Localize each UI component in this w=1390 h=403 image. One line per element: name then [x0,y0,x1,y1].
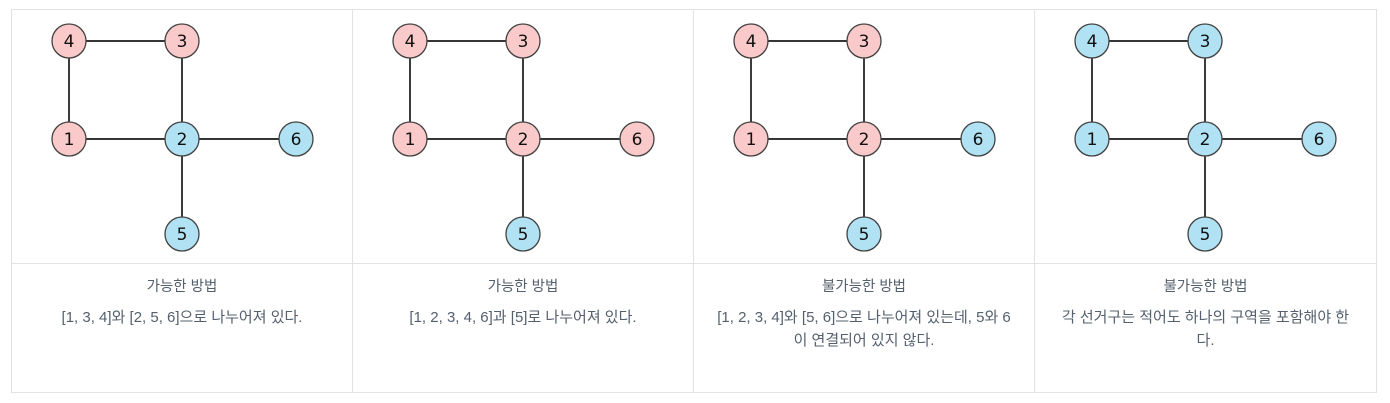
panel-3-graph-cell: 1 2 3 4 5 6 [694,10,1034,264]
graph-node-label-1: 1 [746,130,757,150]
graph-node-label-6: 6 [632,130,643,150]
graph-node-label-3: 3 [1200,32,1211,52]
graph-node-6 [1301,121,1337,157]
panel-1-caption-title: 가능한 방법 [146,279,218,295]
panel-3: 1 2 3 4 5 6 불가능한 방법 [1, 2, 3, 4]와 [5, 6]으로 나누어져… [694,10,1035,392]
panel-4-graph: 1 2 3 4 5 6 [1074,23,1337,252]
graph-node-3 [846,23,882,59]
gerrymandering-example-figure: 1 2 3 4 5 6 가능한 방법 [1, 3, 4]와 [2, 5, 6]으로 나누어져 … [11,9,1377,393]
graph-node-5 [846,216,882,252]
graph-node-label-4: 4 [746,32,757,52]
graph-node-2 [164,121,200,157]
panel-2-graph-cell: 1 2 3 4 5 6 [353,10,693,264]
panel-2-graph: 1 2 3 4 5 6 [392,23,655,252]
graph-node-6 [619,121,655,157]
graph-node-2 [505,121,541,157]
graph-node-1 [51,121,87,157]
panel-1: 1 2 3 4 5 6 가능한 방법 [1, 3, 4]와 [2, 5, 6]으로 나누어져 … [12,10,353,392]
panel-3-caption-body: [1, 2, 3, 4]와 [5, 6]으로 나누어져 있는데, 5와 6이 연… [717,309,1011,349]
panel-4-caption-title: 불가능한 방법 [1163,279,1248,295]
graph-node-4 [1074,23,1110,59]
graph-node-label-5: 5 [859,225,870,245]
graph-node-6 [278,121,314,157]
graph-node-4 [733,23,769,59]
panel-1-caption-body: [1, 3, 4]와 [2, 5, 6]으로 나누어져 있다. [61,309,303,327]
graph-node-label-2: 2 [177,130,188,150]
graph-node-label-3: 3 [859,32,870,52]
graph-node-5 [1187,216,1223,252]
graph-node-label-1: 1 [64,130,75,150]
graph-node-3 [164,23,200,59]
panel-2-caption-body: [1, 2, 3, 4, 6]과 [5]로 나누어져 있다. [409,309,637,327]
graph-node-4 [392,23,428,59]
graph-node-label-4: 4 [64,32,75,52]
panel-1-caption: 가능한 방법 [1, 3, 4]와 [2, 5, 6]으로 나누어져 있다. [12,264,352,392]
graph-node-3 [505,23,541,59]
graph-node-2 [846,121,882,157]
graph-node-3 [1187,23,1223,59]
graph-node-4 [51,23,87,59]
graph-node-label-5: 5 [518,225,529,245]
graph-node-5 [505,216,541,252]
graph-node-label-2: 2 [859,130,870,150]
panel-2: 1 2 3 4 5 6 가능한 방법 [1, 2, 3, 4, 6]과 [5]로 나누어져 있… [353,10,694,392]
panel-3-graph: 1 2 3 4 5 6 [733,23,996,252]
graph-node-6 [960,121,996,157]
graph-node-1 [1074,121,1110,157]
graph-node-label-3: 3 [518,32,529,52]
graph-node-label-6: 6 [973,130,984,150]
graph-node-2 [1187,121,1223,157]
panel-3-caption-title: 불가능한 방법 [821,279,907,295]
graph-node-label-5: 5 [1200,225,1211,245]
graph-node-label-5: 5 [177,225,188,245]
panel-1-graph-cell: 1 2 3 4 5 6 [12,10,352,264]
panel-3-caption: 불가능한 방법 [1, 2, 3, 4]와 [5, 6]으로 나누어져 있는데, … [694,264,1034,392]
panel-1-graph: 1 2 3 4 5 6 [51,23,314,252]
graph-node-5 [164,216,200,252]
graph-node-label-2: 2 [1200,130,1211,150]
panel-4-graph-cell: 1 2 3 4 5 6 [1035,10,1376,264]
graph-node-1 [733,121,769,157]
graph-node-label-6: 6 [1314,130,1325,150]
panel-4-caption-body: 각 선거구는 적어도 하나의 구역을 포함해야 한다. [1061,309,1350,349]
panel-2-caption: 가능한 방법 [1, 2, 3, 4, 6]과 [5]로 나누어져 있다. [353,264,693,392]
graph-node-1 [392,121,428,157]
graph-node-label-3: 3 [177,32,188,52]
graph-node-label-4: 4 [1087,32,1098,52]
panel-2-caption-title: 가능한 방법 [487,279,559,295]
graph-node-label-6: 6 [291,130,302,150]
graph-node-label-2: 2 [518,130,529,150]
graph-node-label-1: 1 [405,130,416,150]
graph-node-label-4: 4 [405,32,416,52]
graph-node-label-1: 1 [1087,130,1098,150]
